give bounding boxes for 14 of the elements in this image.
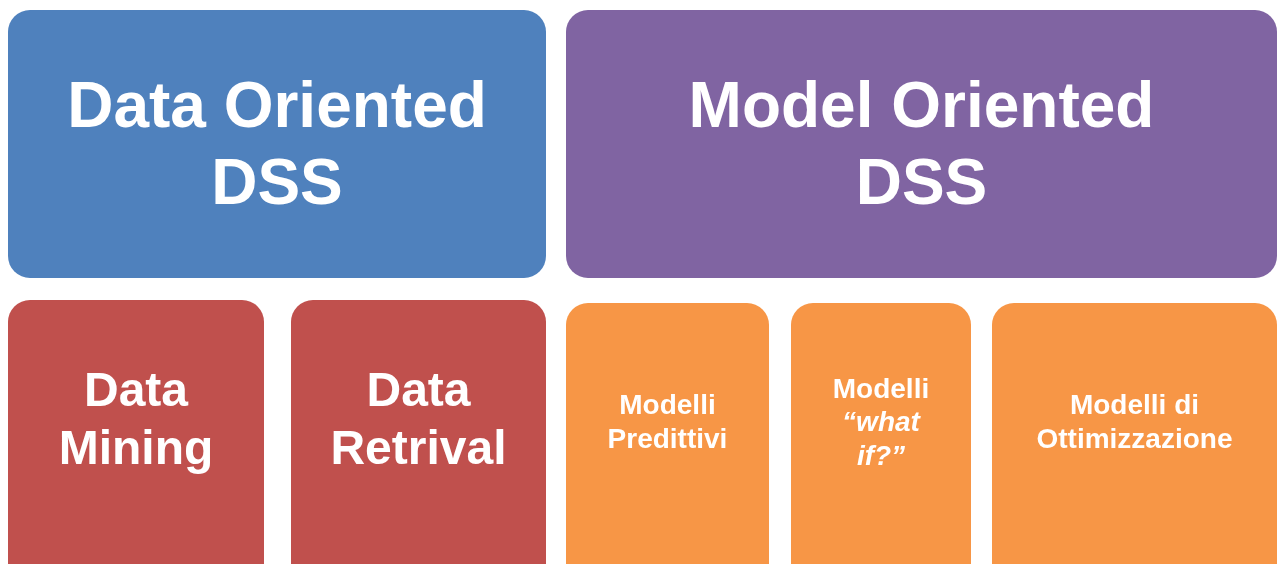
rounded-box [566,303,769,564]
rounded-box [291,300,546,564]
rounded-box [566,10,1277,278]
box-title: Model Oriented DSS [687,68,1156,220]
box-title: Modelli “what if?” [831,371,931,473]
rounded-box [8,300,264,564]
rounded-box [791,303,971,564]
box-title: Data Oriented DSS [67,68,487,220]
rounded-box [992,303,1277,564]
box-title: Modelli Predittivi [606,388,729,456]
box-title: Modelli di Ottimizzazione [1035,388,1234,456]
box-title: Data Retrival [329,362,508,476]
rounded-box [8,10,546,278]
box-title: Data Mining [57,362,215,476]
